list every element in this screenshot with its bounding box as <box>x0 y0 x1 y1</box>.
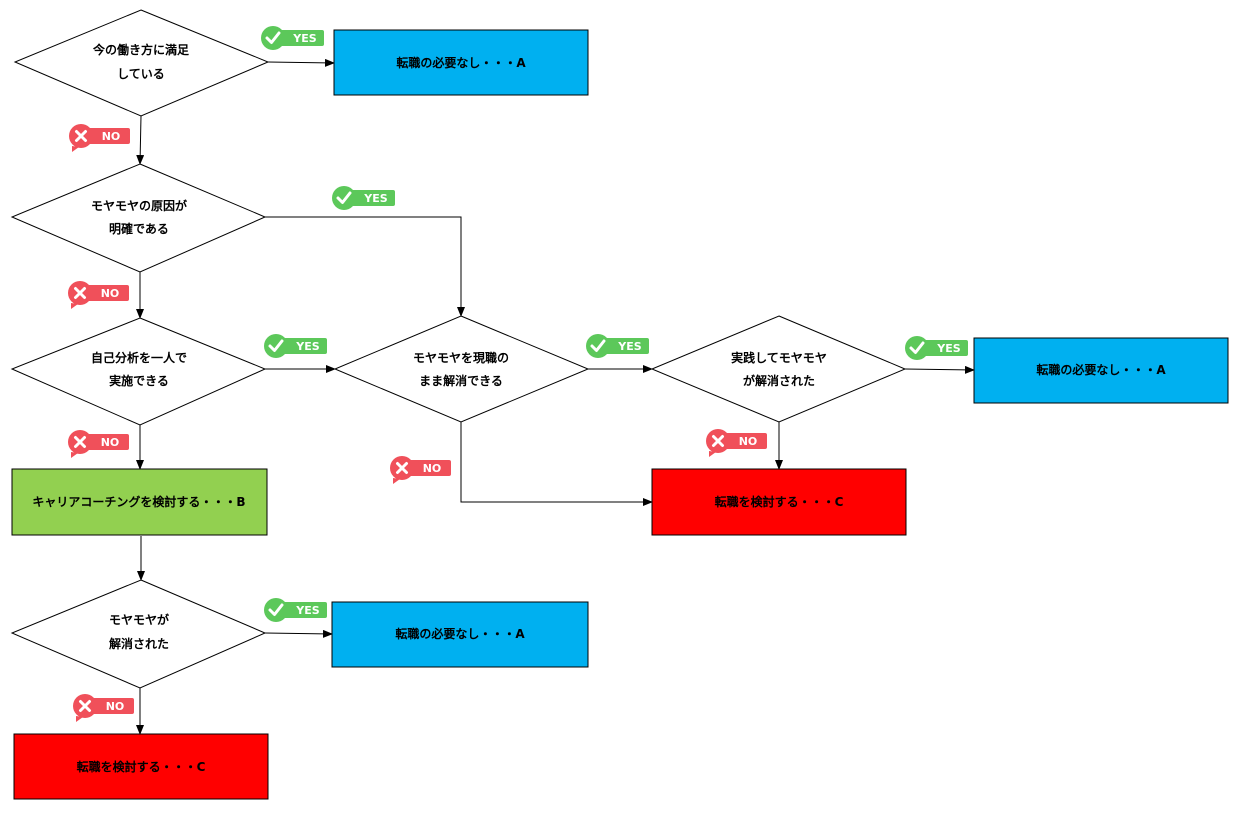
decision-d5-line1: 実践してモヤモヤ <box>731 350 827 365</box>
result-r4: キャリアコーチングを検討する・・・B <box>11 468 268 536</box>
result-r3-text: 転職の必要なし・・・A <box>395 626 525 641</box>
arrow-d4-no <box>460 422 653 506</box>
connectors <box>136 58 975 735</box>
yes-badge: YES <box>905 336 968 360</box>
svg-text:YES: YES <box>295 604 319 617</box>
decision-d1-line2: している <box>117 67 165 81</box>
svg-text:NO: NO <box>101 436 120 449</box>
no-badge: NO <box>69 124 130 152</box>
check-icon <box>261 26 285 50</box>
svg-text:NO: NO <box>102 130 121 143</box>
no-badge: NO <box>706 429 767 457</box>
decision-d1: 今の働き方に満足 している <box>13 9 270 117</box>
decision-d4-line2: まま解消できる <box>419 373 503 388</box>
decision-d6-line2: 解消された <box>109 636 169 651</box>
arrow-d5-yes <box>904 365 975 374</box>
svg-text:NO: NO <box>106 700 125 713</box>
decision-d4: モヤモヤを現職の まま解消できる <box>333 315 590 423</box>
yes-badge: YES <box>586 334 649 358</box>
svg-text:YES: YES <box>295 340 319 353</box>
arrow-d2-yes <box>265 216 465 317</box>
result-r5: 転職を検討する・・・C <box>651 468 907 536</box>
decision-d6-line1: モヤモヤが <box>109 612 169 627</box>
svg-text:NO: NO <box>423 462 442 475</box>
svg-text:YES: YES <box>617 340 641 353</box>
decision-d2-line1: モヤモヤの原因が <box>91 198 187 213</box>
decision-d1-line1: 今の働き方に満足 <box>92 42 189 57</box>
no-badge: NO <box>68 281 129 309</box>
no-badge: NO <box>73 694 134 722</box>
result-r1-text: 転職の必要なし・・・A <box>396 55 526 70</box>
yes-badge: YES <box>332 186 395 210</box>
decision-d3-line1: 自己分析を一人で <box>91 350 187 365</box>
arrow-d1-yes <box>267 58 335 67</box>
result-r6-text: 転職を検討する・・・C <box>77 759 206 774</box>
check-icon <box>264 334 288 358</box>
check-icon <box>905 336 929 360</box>
yes-badge: YES <box>264 598 327 622</box>
yes-badge: YES <box>264 334 327 358</box>
check-icon <box>264 598 288 622</box>
arrow-d1-no <box>136 115 145 165</box>
result-r4-text: キャリアコーチングを検討する・・・B <box>32 494 245 509</box>
check-icon <box>586 334 610 358</box>
no-badge: NO <box>68 430 129 458</box>
result-r5-text: 転職を検討する・・・C <box>715 494 844 509</box>
decision-d3-line2: 実施できる <box>109 373 169 388</box>
result-r1: 転職の必要なし・・・A <box>333 29 589 96</box>
result-r2-text: 転職の必要なし・・・A <box>1036 362 1166 377</box>
decision-d3: 自己分析を一人で 実施できる <box>10 317 267 426</box>
decision-d5-line2: が解消された <box>743 373 815 388</box>
svg-text:NO: NO <box>101 287 120 300</box>
no-badge: NO <box>390 456 451 484</box>
check-icon <box>332 186 356 210</box>
decision-d5: 実践してモヤモヤ が解消された <box>650 315 907 423</box>
yes-badge: YES <box>261 26 324 50</box>
svg-text:NO: NO <box>739 435 758 448</box>
decision-d2: モヤモヤの原因が 明確である <box>10 163 267 273</box>
svg-text:YES: YES <box>292 32 316 45</box>
svg-text:YES: YES <box>363 192 387 205</box>
result-r3: 転職の必要なし・・・A <box>331 601 589 668</box>
svg-text:YES: YES <box>936 342 960 355</box>
result-r2: 転職の必要なし・・・A <box>973 337 1229 404</box>
arrow-d6-yes <box>264 629 333 638</box>
result-r6: 転職を検討する・・・C <box>13 733 269 800</box>
decision-d4-line1: モヤモヤを現職の <box>413 350 509 365</box>
decision-d2-line2: 明確である <box>109 221 169 236</box>
decision-d6: モヤモヤが 解消された <box>10 579 267 689</box>
